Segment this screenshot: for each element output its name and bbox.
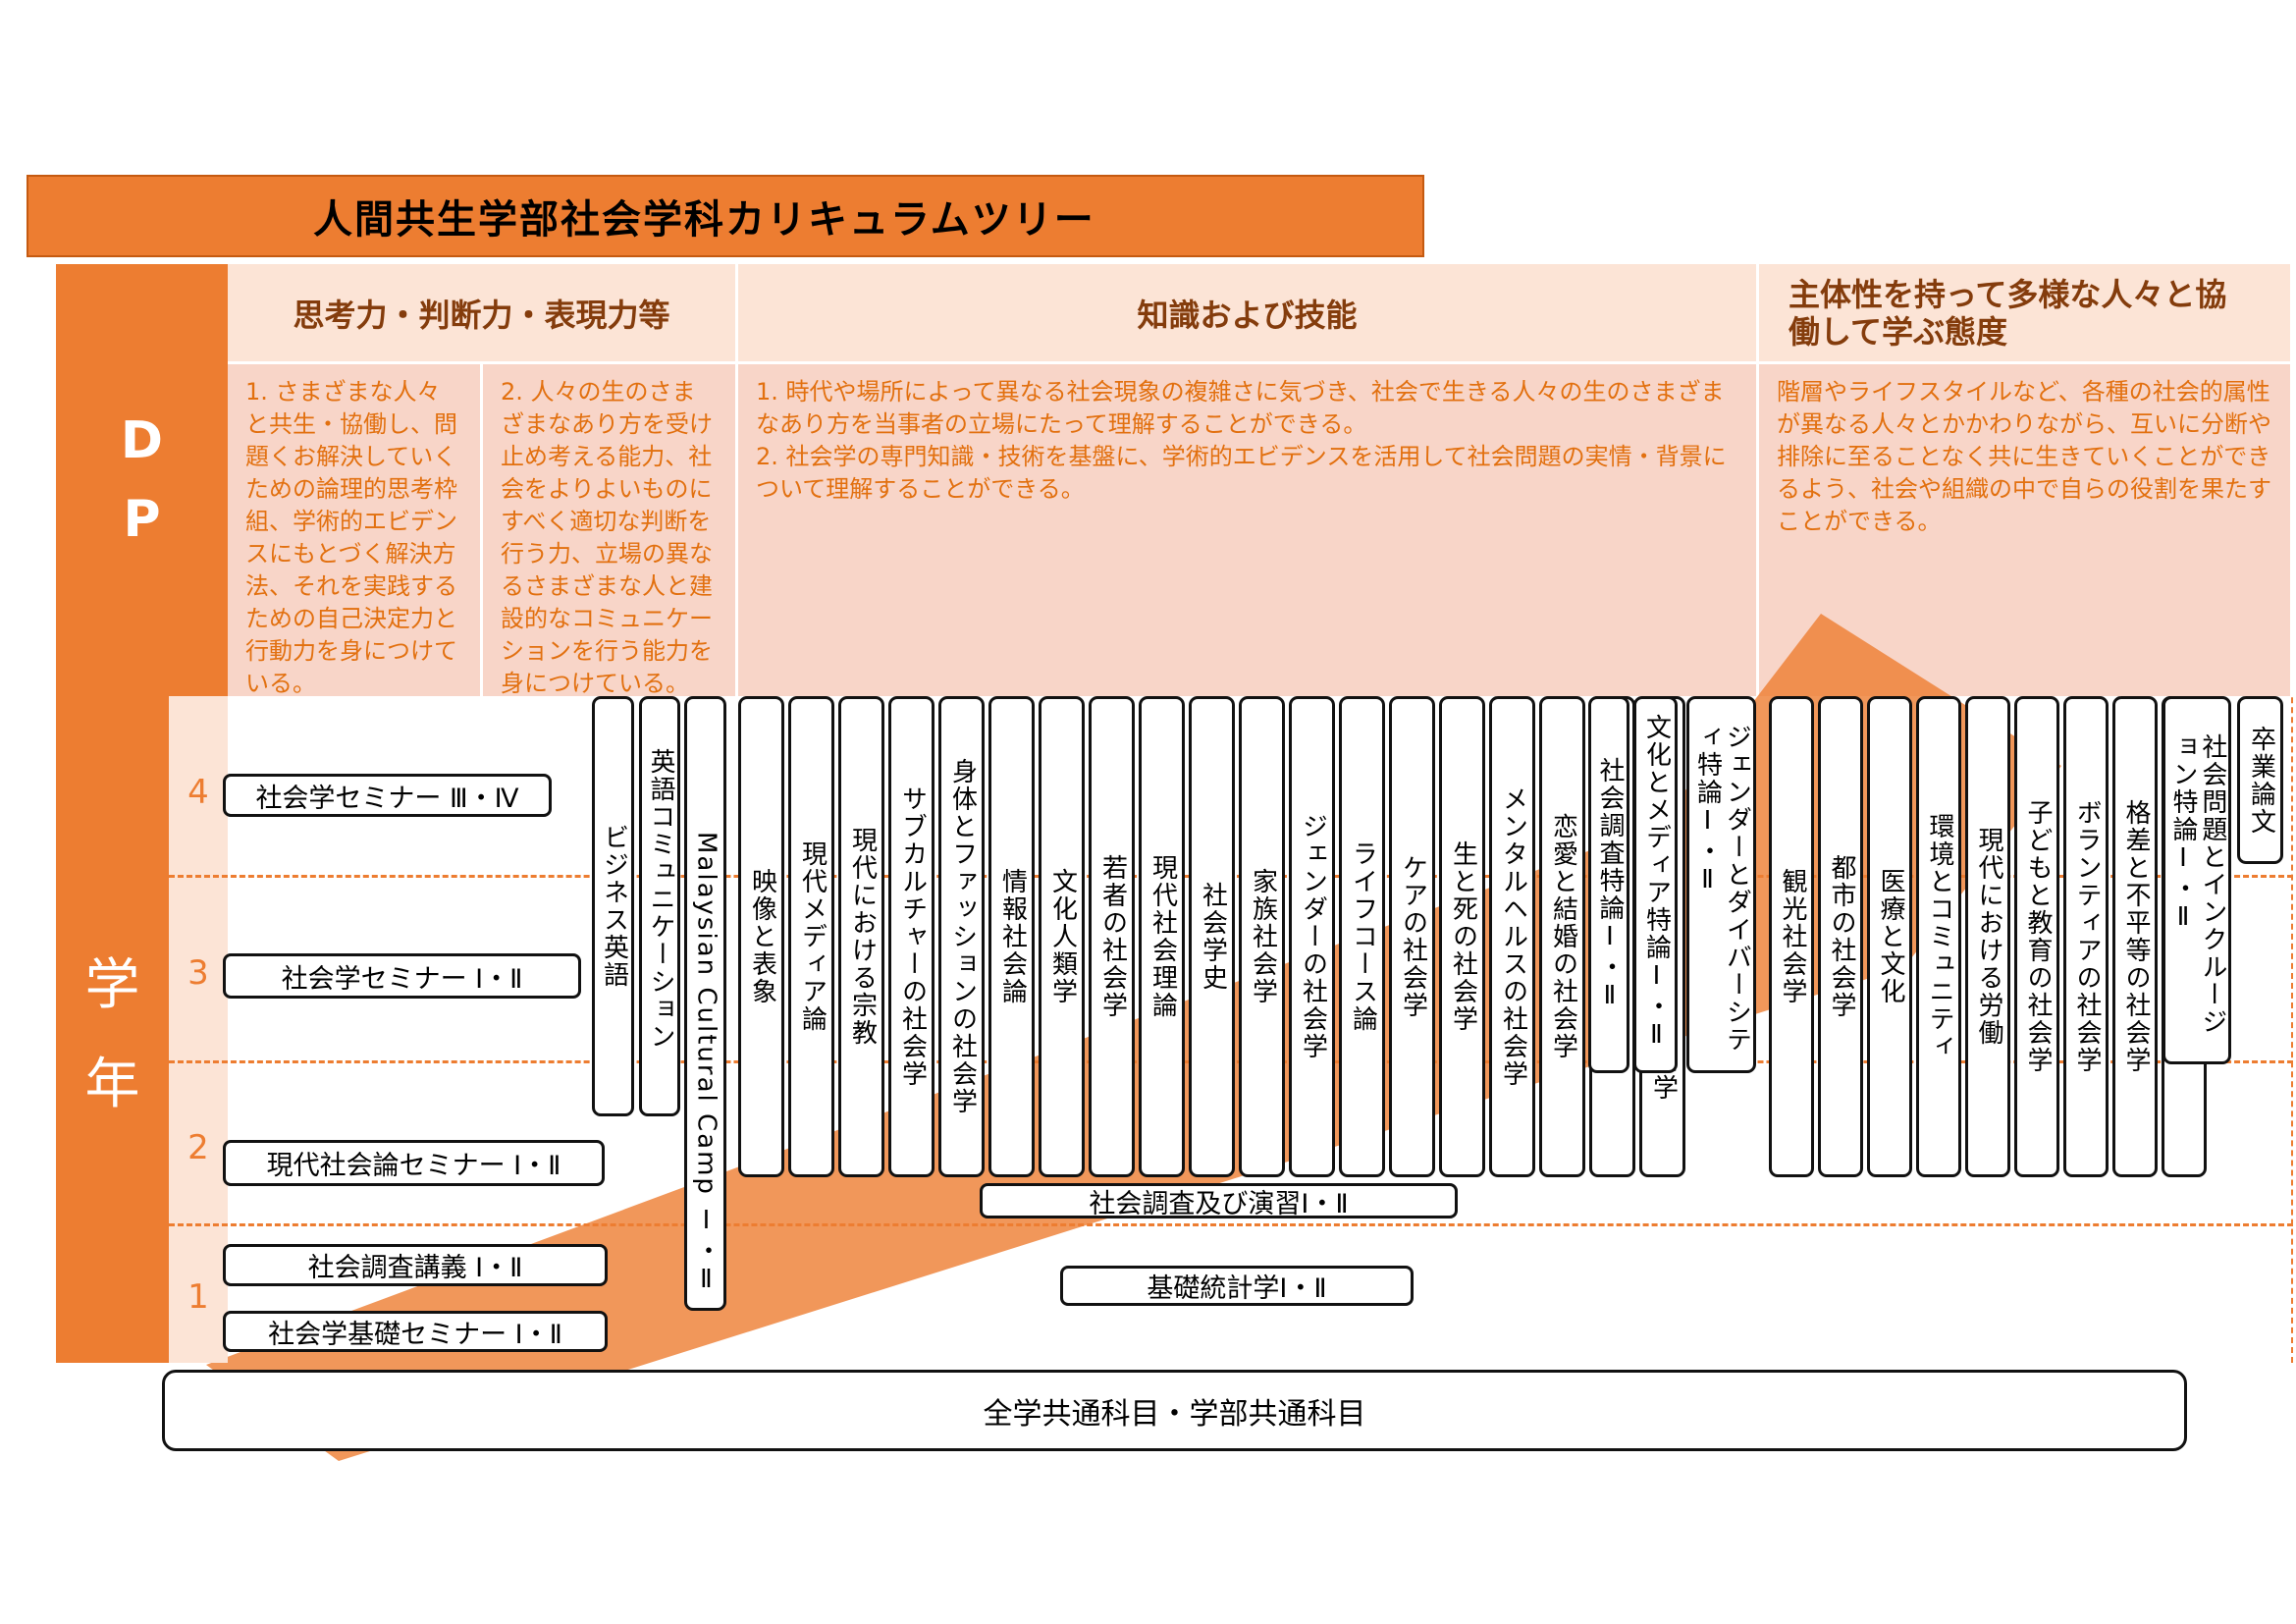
desc-knowledge: 1. 時代や場所によって異なる社会現象の複雑さに気づき、社会で生きる人々の生のさ… xyxy=(738,361,1759,696)
desc-thinking-2: 2. 人々の生のさまざまなあり方を受け止め考える能力、社会をよりよいものにすべく… xyxy=(483,361,738,697)
desc-knowledge-2: 2. 社会学の専門知識・技術を基盤に、学術的エビデンスを活用して社会問題の実情・… xyxy=(756,443,1727,503)
dp-label: D P xyxy=(56,264,228,696)
course-column[interactable]: 医療と文化 xyxy=(1867,696,1912,1177)
course-survey-practice[interactable]: 社会調査及び演習Ⅰ・Ⅱ xyxy=(980,1183,1458,1219)
course-survey-lecture[interactable]: 社会調査講義 Ⅰ・Ⅱ xyxy=(223,1244,608,1286)
course-business-english[interactable]: ビジネス英語 xyxy=(592,696,634,1116)
course-culture-media-special[interactable]: 文化とメディア特論Ⅰ・Ⅱ xyxy=(1633,696,1678,1073)
attitude-course-columns: 観光社会学都市の社会学医療と文化環境とコミュニティ現代における労働子どもと教育の… xyxy=(1769,696,2207,1177)
course-basic-statistics[interactable]: 基礎統計学Ⅰ・Ⅱ xyxy=(1060,1266,1414,1306)
header-thinking: 思考力・判断力・表現力等 xyxy=(228,264,738,361)
course-column[interactable]: 現代社会理論 xyxy=(1139,696,1185,1177)
course-survey-special[interactable]: 社会調査特論Ⅰ・Ⅱ xyxy=(1588,696,1629,1073)
course-inclusion-special[interactable]: 社会問題とインクルージョン特論Ⅰ・Ⅱ xyxy=(2163,696,2231,1064)
desc-attitude: 階層やライフスタイルなど、各種の社会的属性が異なる人々とかかわりながら、互いに分… xyxy=(1759,361,2293,696)
course-gender-diversity-special[interactable]: ジェンダーとダイバーシティ特論Ⅰ・Ⅱ xyxy=(1686,696,1756,1073)
course-english-communication[interactable]: 英語コミュニケーション xyxy=(639,696,680,1116)
header-attitude-line1: 主体性を持って多様な人々と協 xyxy=(1789,275,2227,313)
dp-letter-d: D xyxy=(120,411,164,470)
header-attitude-line2: 働して学ぶ態度 xyxy=(1789,312,2008,351)
course-column[interactable]: 都市の社会学 xyxy=(1818,696,1863,1177)
dp-letter-p: P xyxy=(123,490,161,549)
course-column[interactable]: ボランティアの社会学 xyxy=(2063,696,2109,1177)
course-column[interactable]: 子どもと教育の社会学 xyxy=(2014,696,2059,1177)
year-label-char-2: 年 xyxy=(84,1052,140,1116)
course-column[interactable]: ケアの社会学 xyxy=(1389,696,1435,1177)
course-column[interactable]: メンタルヘルスの社会学 xyxy=(1489,696,1535,1177)
course-column[interactable]: 格差と不平等の社会学 xyxy=(2112,696,2158,1177)
desc-thinking-1: 1. さまざまな人々と共生・協働し、問題くお解決していくための論理的思考枠組、学… xyxy=(228,361,483,697)
course-column[interactable]: ジェンダーの社会学 xyxy=(1289,696,1335,1177)
year-divider xyxy=(169,1223,2293,1226)
knowledge-course-columns: 映像と表象現代メディア論現代における宗教サブカルチャーの社会学身体とファッション… xyxy=(738,696,1685,1177)
course-column[interactable]: 家族社会学 xyxy=(1239,696,1285,1177)
course-column[interactable]: 身体とファッションの社会学 xyxy=(938,696,985,1177)
course-column[interactable]: サブカルチャーの社会学 xyxy=(888,696,934,1177)
year-3: 3 xyxy=(187,953,209,993)
course-column[interactable]: 現代における労働 xyxy=(1965,696,2010,1177)
course-column[interactable]: 映像と表象 xyxy=(738,696,784,1177)
year-1: 1 xyxy=(187,1277,209,1317)
course-column[interactable]: 観光社会学 xyxy=(1769,696,1814,1177)
year-4: 4 xyxy=(187,773,209,812)
course-column[interactable]: 社会学史 xyxy=(1189,696,1235,1177)
course-column[interactable]: 若者の社会学 xyxy=(1089,696,1135,1177)
year-2: 2 xyxy=(187,1128,209,1167)
course-column[interactable]: 情報社会論 xyxy=(988,696,1035,1177)
header-attitude: 主体性を持って多様な人々と協 働して学ぶ態度 xyxy=(1759,264,2293,361)
course-seminar-3-4[interactable]: 社会学セミナー Ⅲ・Ⅳ xyxy=(223,774,552,817)
course-column[interactable]: 生と死の社会学 xyxy=(1439,696,1485,1177)
course-column[interactable]: 現代メディア論 xyxy=(788,696,834,1177)
course-column[interactable]: 環境とコミュニティ xyxy=(1916,696,1961,1177)
header-knowledge: 知識および技能 xyxy=(738,264,1759,361)
course-column[interactable]: ライフコース論 xyxy=(1339,696,1385,1177)
year-numbers: 4 3 2 1 xyxy=(169,696,228,1363)
course-column[interactable]: 恋愛と結婚の社会学 xyxy=(1539,696,1585,1177)
course-thesis[interactable]: 卒業論文 xyxy=(2237,696,2283,864)
year-label: 学 年 xyxy=(56,696,169,1363)
course-common-subjects[interactable]: 全学共通科目・学部共通科目 xyxy=(162,1370,2187,1451)
course-seminar-1-2[interactable]: 社会学セミナー Ⅰ・Ⅱ xyxy=(223,953,581,999)
course-column[interactable]: 現代における宗教 xyxy=(838,696,884,1177)
course-modern-society-seminar[interactable]: 現代社会論セミナー Ⅰ・Ⅱ xyxy=(223,1140,605,1186)
year-label-char-1: 学 xyxy=(84,952,140,1017)
course-column[interactable]: 文化人類学 xyxy=(1039,696,1085,1177)
page-title: 人間共生学部社会学科カリキュラムツリー xyxy=(27,175,1424,257)
desc-knowledge-1: 1. 時代や場所によって異なる社会現象の複雑さに気づき、社会で生きる人々の生のさ… xyxy=(756,378,1725,438)
course-malaysian-cultural-camp[interactable]: Malaysian Cultural Camp Ⅰ・Ⅱ xyxy=(684,696,726,1311)
course-basic-seminar[interactable]: 社会学基礎セミナー Ⅰ・Ⅱ xyxy=(223,1311,608,1352)
